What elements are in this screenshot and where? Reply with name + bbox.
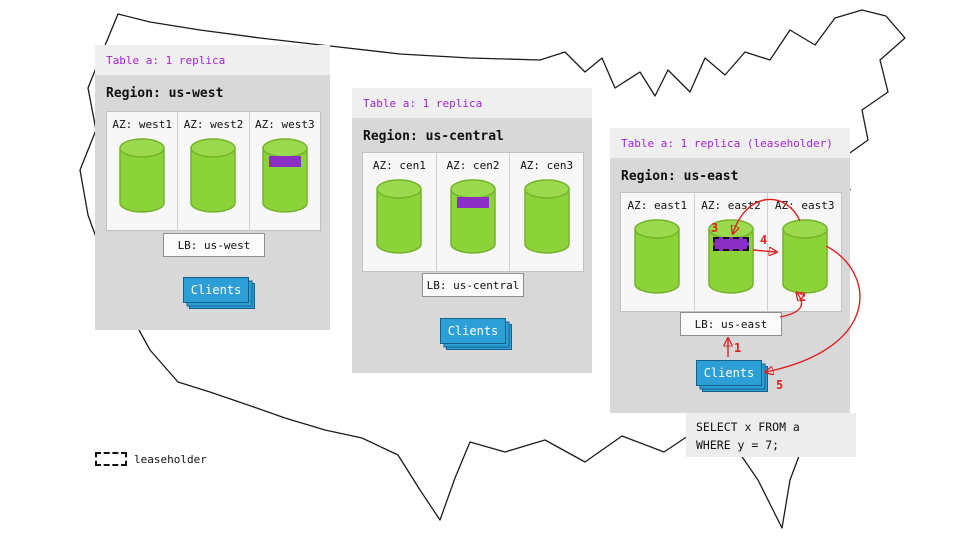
database-node [707,218,755,300]
database-cylinder-icon [262,138,308,213]
az-column: AZ: cen3 [509,153,583,271]
region-title: Region: us-west [106,86,224,101]
database-cylinder-icon [119,138,165,213]
az-label: AZ: cen1 [372,159,426,172]
region-title: Region: us-east [621,169,739,184]
load-balancer-box: LB: us-west [163,233,265,257]
database-cylinder-icon [450,179,496,254]
az-column: AZ: east3 [767,193,841,311]
az-label: AZ: west1 [112,118,172,131]
leaseholder-replica-badge [713,237,749,251]
az-column: AZ: east2 [693,193,768,311]
database-node [375,178,423,260]
database-node [633,218,681,300]
leaseholder-swatch-icon [95,452,127,466]
clients-box: Clients [696,360,762,386]
region-panel-us-east: Table a: 1 replica (leaseholder) Region:… [610,128,850,413]
region-panel-us-west: Table a: 1 replica Region: us-west AZ: w… [95,45,330,330]
clients-box: Clients [183,277,249,303]
table-replica-label: Table a: 1 replica [95,45,330,75]
database-node [449,178,497,260]
az-label: AZ: west3 [255,118,315,131]
replica-badge [457,197,489,208]
az-column: AZ: cen2 [435,153,510,271]
load-balancer-box: LB: us-east [680,312,782,336]
database-cylinder-icon [523,179,570,254]
az-label: AZ: cen3 [520,159,574,172]
sql-line: SELECT x FROM a [696,420,800,434]
az-label: AZ: east3 [774,199,835,212]
clients-box: Clients [440,318,506,344]
region-panel-us-central: Table a: 1 replica Region: us-central AZ… [352,88,592,373]
load-balancer-box: LB: us-central [422,273,524,297]
region-title: Region: us-central [363,129,504,144]
sql-query-box: SELECT x FROM a WHERE y = 7; [686,413,856,457]
sql-line: WHERE y = 7; [696,437,780,452]
database-node [781,218,829,300]
database-node [523,178,571,260]
az-column: AZ: east1 [621,193,694,311]
table-replica-label: Table a: 1 replica [352,88,592,118]
az-column: AZ: west1 [107,112,177,230]
az-group: AZ: west1 AZ: west2 AZ: [106,111,321,231]
az-group: AZ: east1 AZ: east2 [620,192,842,312]
database-node [261,137,309,219]
database-cylinder-icon [708,219,754,294]
az-column: AZ: west3 [248,112,320,230]
leaseholder-legend: leaseholder [95,452,207,466]
az-label: AZ: cen2 [446,159,500,172]
replica-badge [268,156,301,167]
database-cylinder-icon [634,219,681,294]
database-cylinder-icon [781,219,828,294]
az-column: AZ: cen1 [363,153,436,271]
database-node [118,137,166,219]
az-label: AZ: east1 [627,199,688,212]
legend-label: leaseholder [134,452,207,466]
database-node [189,137,237,219]
database-cylinder-icon [376,179,423,254]
database-cylinder-icon [190,138,237,213]
az-label: AZ: east2 [701,199,761,212]
az-label: AZ: west2 [183,118,244,131]
az-group: AZ: cen1 AZ: cen2 [362,152,584,272]
table-replica-label: Table a: 1 replica (leaseholder) [610,128,850,158]
az-column: AZ: west2 [177,112,248,230]
